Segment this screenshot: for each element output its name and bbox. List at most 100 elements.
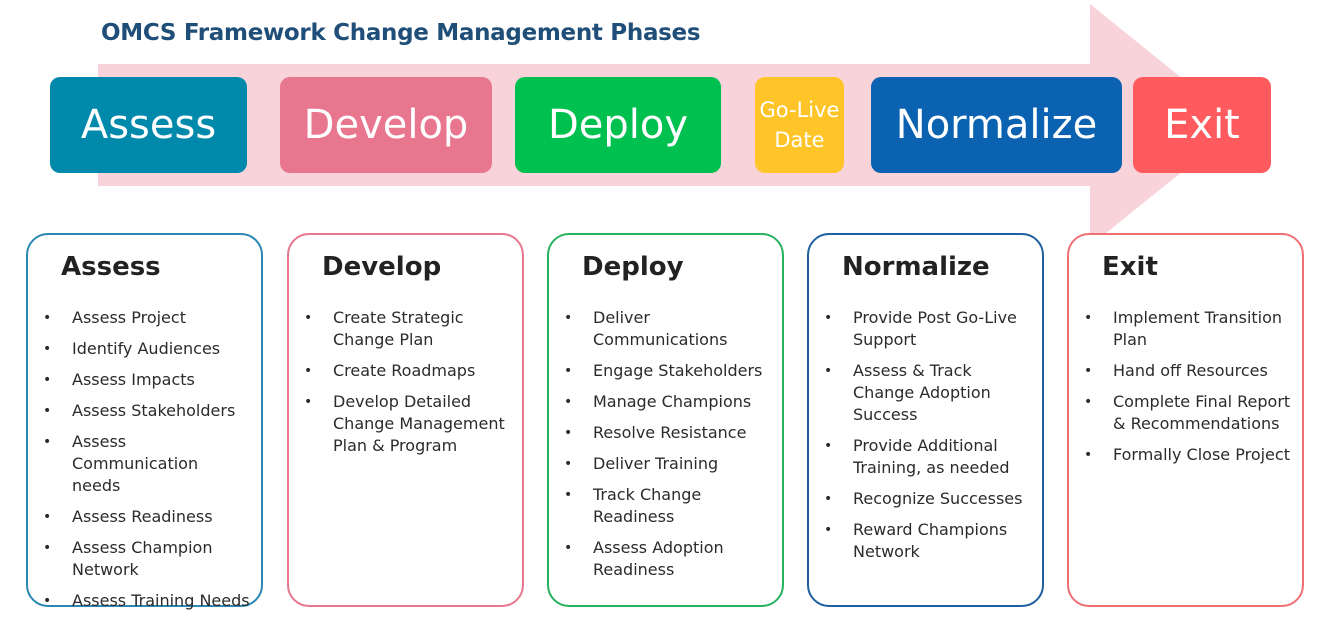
bullet-icon: • [43, 434, 52, 450]
list-item: •Track Change Readiness [564, 484, 772, 528]
list-item-text: Develop Detailed Change Management Plan … [333, 392, 505, 455]
bullet-icon: • [564, 456, 573, 472]
bullet-icon: • [564, 363, 573, 379]
bullet-icon: • [304, 363, 313, 379]
list-item: • Assess Adoption Readiness [564, 537, 772, 581]
card-develop: Develop •Create Strategic Change Plan•Cr… [287, 233, 524, 607]
phase-normalize: Normalize [871, 77, 1122, 173]
bullet-icon: • [1084, 394, 1093, 410]
phase-develop: Develop [280, 77, 492, 173]
list-item: • Resolve Resistance [564, 422, 772, 444]
list-item: • Assess Readiness [43, 506, 251, 528]
list-item: • Assess Stakeholders [43, 400, 251, 422]
phase-deploy-label: Deploy [547, 102, 689, 148]
list-item-text: Create Roadmaps [333, 361, 476, 380]
bullet-icon: • [824, 310, 833, 326]
bullet-icon: • [564, 394, 573, 410]
bullet-icon: • [43, 372, 52, 388]
phase-deploy: Deploy [515, 77, 721, 173]
card-heading: Deploy [582, 252, 684, 282]
list-item-text: Assess Readiness [72, 507, 213, 526]
bullet-icon: • [304, 394, 313, 410]
list-item-text: Resolve Resistance [593, 423, 747, 442]
list-item: • Manage Champions [564, 391, 772, 413]
list-item-text: Assess Communication needs [72, 432, 199, 495]
list-item-text: Manage Champions [593, 392, 752, 411]
phase-normalize-label: Normalize [895, 102, 1098, 148]
bullet-icon: • [824, 438, 833, 454]
list-item: • Recognize Successes [824, 488, 1032, 510]
list-item: • Assess Project [43, 307, 251, 329]
list-item: • Reward Champions Network [824, 519, 1032, 563]
bullet-icon: • [1084, 363, 1093, 379]
card-assess: Assess •Assess Project•Identify Audience… [26, 233, 263, 610]
card-exit: Exit • Implement Transition Plan • Hand off… [1067, 233, 1304, 607]
phase-golive: Go-Live Date [755, 77, 844, 173]
card-heading: Normalize [842, 252, 990, 282]
list-item-text: Complete Final Report & Recommendations [1113, 392, 1291, 433]
list-item: • Implement Transition Plan [1084, 307, 1292, 351]
list-item-text: Recognize Successes [853, 489, 1023, 508]
phase-exit: Exit [1133, 77, 1271, 173]
list-item: • Develop Detailed Change Management Plan… [304, 391, 512, 457]
card-deploy: Deploy • Deliver Communications • Engage St… [547, 233, 784, 607]
list-item-text: Engage Stakeholders [593, 361, 763, 380]
list-item: • Identify Audiences [43, 338, 251, 360]
list-item-text: Assess Training Needs [72, 591, 250, 610]
list-item: • Assess Training Needs [43, 590, 251, 612]
list-item: •Formally Close Project [1084, 444, 1292, 466]
list-item-text: Assess Champion Network [72, 538, 213, 579]
card-list: • Implement Transition Plan • Hand off Reso… [1084, 307, 1292, 466]
bullet-icon: • [564, 540, 573, 556]
list-item: • Provide Post Go-Live Support [824, 307, 1032, 351]
list-item-text: Assess Project [72, 308, 186, 327]
list-item-text: Identify Audiences [72, 339, 221, 358]
list-item-text: Provide Additional Training, as needed [853, 436, 1010, 477]
list-item: • Assess Communication needs [43, 431, 251, 497]
card-heading: Exit [1102, 252, 1158, 282]
phase-golive-label: Go-Live Date [759, 98, 840, 152]
bullet-icon: • [564, 425, 573, 441]
phase-develop-label: Develop [303, 102, 469, 148]
list-item-text: Assess & Track Change Adoption Success [853, 361, 991, 424]
card-list: • Create Strategic Change Plan • Create Roa… [304, 307, 512, 457]
list-item: • Assess & Track Change Adoption Success [824, 360, 1032, 426]
list-item-text: Deliver Communications [593, 308, 728, 349]
list-item: • Deliver Communications [564, 307, 772, 351]
bullet-icon: • [43, 509, 52, 525]
list-item: • Engage Stakeholders [564, 360, 772, 382]
bullet-icon: • [43, 403, 52, 419]
list-item: • Complete Final Report & Recommendations [1084, 391, 1292, 435]
bullet-icon: • [43, 310, 52, 326]
diagram-title: OMCS Framework Change Management Phases [101, 20, 701, 46]
list-item: • Deliver Training [564, 453, 772, 475]
bullet-icon: • [1084, 447, 1093, 463]
card-list: • Deliver Communications • Engage Stakehold… [564, 307, 772, 581]
list-item-text: Deliver Training [593, 454, 719, 473]
card-list: •Assess Project•Identify Audiences•Asses… [43, 307, 251, 612]
list-item-text: Assess Stakeholders [72, 401, 236, 420]
list-item: • Provide Additional Training, as needed [824, 435, 1032, 479]
list-item: •Assess Impacts [43, 369, 251, 391]
bullet-icon: • [43, 540, 52, 556]
bullet-icon: • [304, 310, 313, 326]
card-list: • Provide Post Go-Live Support • Assess & T… [824, 307, 1032, 563]
bullet-icon: • [824, 491, 833, 507]
list-item-text: Provide Post Go-Live Support [853, 308, 1017, 349]
list-item-text: Create Strategic Change Plan [333, 308, 464, 349]
bullet-icon: • [43, 593, 52, 609]
list-item-text: Track Change Readiness [593, 485, 702, 526]
phase-assess-label: Assess [80, 102, 217, 148]
list-item-text: Reward Champions Network [853, 520, 1008, 561]
phase-assess: Assess [50, 77, 247, 173]
list-item-text: Hand off Resources [1113, 361, 1268, 380]
phase-exit-label: Exit [1164, 102, 1240, 148]
bullet-icon: • [824, 363, 833, 379]
bullet-icon: • [43, 341, 52, 357]
list-item-text: Assess Adoption Readiness [593, 538, 724, 579]
bullet-icon: • [824, 522, 833, 538]
bullet-icon: • [1084, 310, 1093, 326]
bullet-icon: • [564, 310, 573, 326]
list-item-text: Implement Transition Plan [1113, 308, 1283, 349]
list-item: • Create Strategic Change Plan [304, 307, 512, 351]
